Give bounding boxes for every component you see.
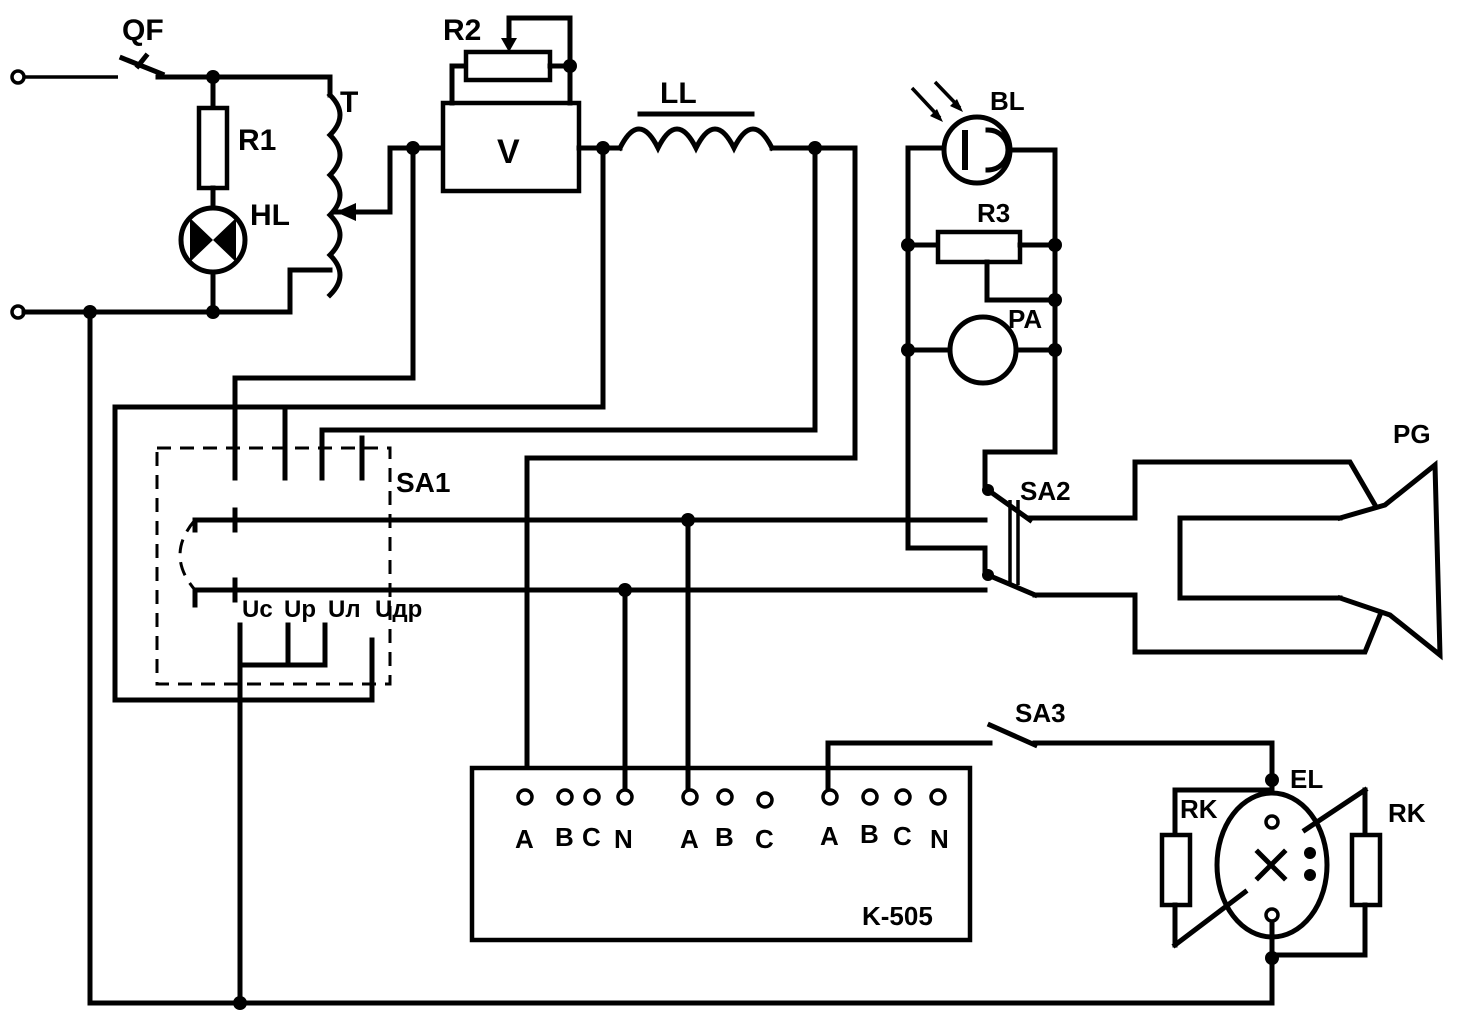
label-el: EL — [1290, 764, 1323, 794]
junction-dots — [83, 59, 1279, 1010]
signal-lamp-branch — [178, 74, 248, 315]
label-qf: QF — [122, 14, 164, 47]
k505-terminal-label: C — [582, 822, 601, 852]
label-hl: HL — [250, 199, 290, 232]
sa1-position-label: Up — [284, 596, 316, 623]
instrument-k505 — [469, 517, 993, 943]
label-ll: LL — [660, 77, 697, 110]
lamp-el — [1159, 786, 1383, 1006]
label-v: V — [497, 133, 520, 171]
k505-terminal-label: B — [715, 822, 734, 852]
k505-terminal-label: A — [820, 821, 839, 851]
mains-input — [10, 69, 293, 320]
sa1-position-label: Uл — [328, 596, 361, 623]
photometer-network — [905, 80, 1058, 578]
k505-terminal-label: B — [555, 822, 574, 852]
k505-terminal-label: N — [614, 824, 633, 854]
label-t: T — [340, 86, 358, 119]
k505-terminal-label: A — [515, 824, 534, 854]
breaker-qf — [118, 52, 333, 80]
label-sa2: SA2 — [1020, 476, 1071, 506]
label-pa: PA — [1008, 304, 1042, 334]
label-rk-right: RK — [1388, 798, 1426, 828]
k505-terminal-label: N — [930, 824, 949, 854]
label-sa1: SA1 — [396, 467, 450, 498]
control-wiring — [87, 145, 1275, 1006]
label-sa3: SA3 — [1015, 698, 1066, 728]
switch-sa2 — [984, 486, 1138, 599]
label-r3: R3 — [977, 198, 1010, 228]
label-r1: R1 — [238, 124, 276, 157]
autotransformer-t — [287, 74, 446, 315]
k505-terminal-label: C — [893, 821, 912, 851]
switch-sa1 — [155, 446, 988, 1006]
label-k505: K-505 — [862, 901, 933, 931]
k505-terminal-label: A — [680, 824, 699, 854]
sa1-position-label: Uc — [242, 596, 273, 623]
sa1-position-label: Uдр — [375, 596, 422, 623]
regulator-v — [410, 15, 623, 381]
switch-sa3 — [986, 721, 1275, 821]
projector-pg — [1132, 459, 1443, 661]
label-pg: PG — [1393, 419, 1431, 449]
label-bl: BL — [990, 86, 1025, 116]
k505-terminal-label: B — [860, 819, 879, 849]
k505-terminal-label: C — [755, 824, 774, 854]
label-r2: R2 — [443, 14, 481, 47]
label-rk-left: RK — [1180, 794, 1218, 824]
